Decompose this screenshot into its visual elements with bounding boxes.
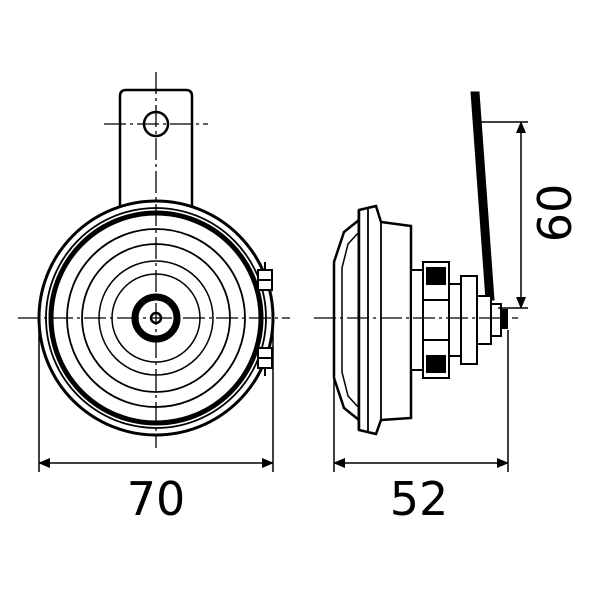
- front-view: [18, 72, 290, 472]
- width-label: 70: [127, 472, 186, 526]
- terminal-lower: [257, 347, 273, 376]
- width-dimension: [38, 318, 274, 472]
- side-housing-body: [357, 204, 413, 436]
- front-centerlines: [18, 72, 290, 448]
- rear-terminal-assembly: [410, 261, 508, 379]
- bracket-height-label: 60: [528, 184, 582, 243]
- side-front-lip-inner: [341, 231, 360, 409]
- side-view: [314, 91, 528, 472]
- side-front-lip: [332, 219, 360, 421]
- bracket-strap: [470, 91, 495, 301]
- depth-label: 52: [390, 472, 449, 526]
- terminal-upper: [257, 262, 273, 291]
- depth-dimension: [333, 330, 509, 472]
- height-dimension: [478, 121, 528, 309]
